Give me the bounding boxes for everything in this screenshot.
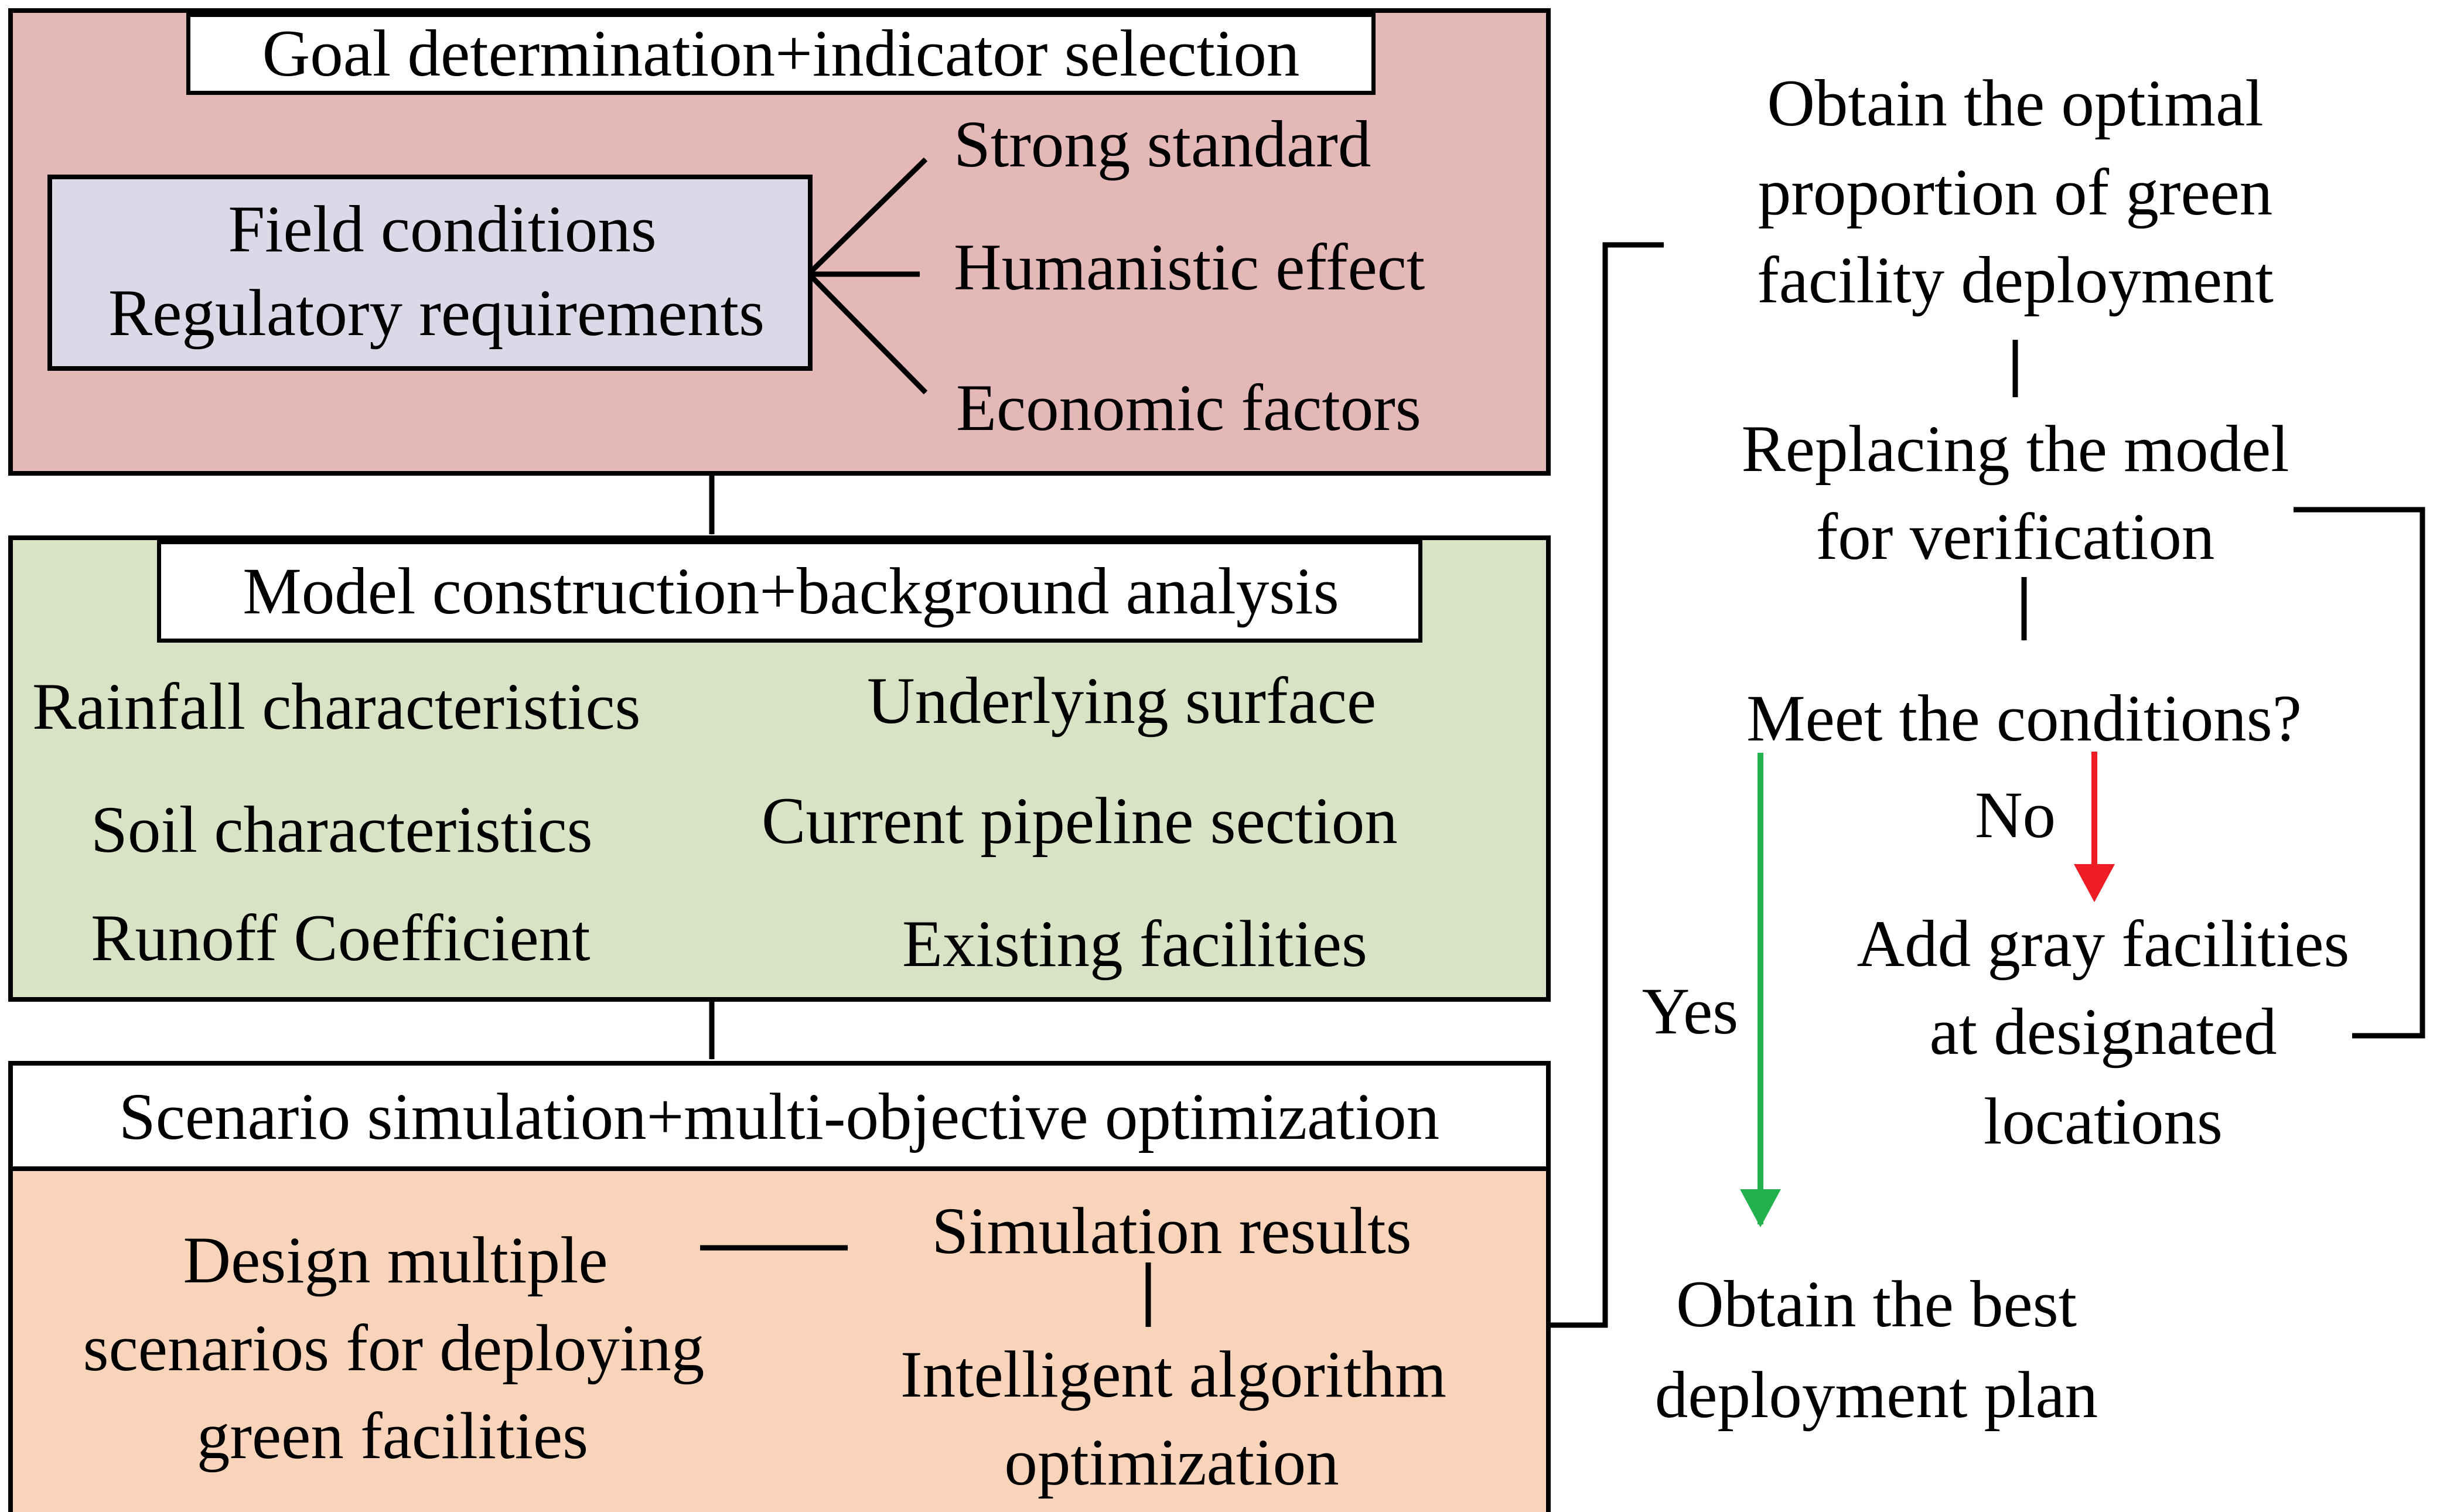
scenario-title: Scenario simulation+multi-objective opti… (118, 1080, 1440, 1153)
goal-title-box (186, 13, 1376, 95)
gray-line-3: locations (1984, 1085, 2223, 1158)
meet-conditions-question: Meet the conditions? (1746, 682, 2302, 755)
loop-back-to-replace (2293, 507, 2425, 1039)
conditions-box (47, 175, 813, 371)
best-line-2: deployment plan (1654, 1359, 2098, 1432)
underlying-surface: Underlying surface (867, 664, 1377, 738)
arrow-yes-head (1740, 1189, 1781, 1227)
replace-line-2: for verification (1816, 500, 2215, 574)
optimal-line-2: proportion of green (1758, 156, 2273, 229)
best-line-1: Obtain the best (1675, 1268, 2077, 1341)
current-pipeline-section: Current pipeline section (762, 784, 1398, 858)
scenario-panel (8, 1166, 1551, 1512)
gray-line-2: at designated (1929, 995, 2277, 1069)
optimal-line-3: facility deployment (1757, 244, 2274, 317)
algorithm-line-2: optimization (1004, 1426, 1339, 1499)
model-title-box (157, 540, 1422, 643)
field-conditions: Field conditions (228, 193, 657, 266)
no-label: No (1974, 779, 2056, 852)
optimal-line-1: Obtain the optimal (1767, 67, 2264, 140)
rainfall-characteristics: Rainfall characteristics (32, 670, 641, 743)
scenario-title-panel (8, 1061, 1551, 1171)
humanistic-effect: Humanistic effect (954, 231, 1425, 304)
strong-standard: Strong standard (954, 108, 1371, 181)
simulation-results: Simulation results (931, 1194, 1412, 1268)
design-line-2: scenarios for deploying (83, 1312, 705, 1385)
arrow-no-head (2074, 864, 2115, 902)
algorithm-line-1: Intelligent algorithm (900, 1338, 1447, 1411)
connector-to-optimal (1548, 242, 1664, 1328)
economic-factors: Economic factors (956, 371, 1421, 445)
arrow-to-economic-factors (808, 273, 928, 395)
gray-line-1: Add gray facilities (1857, 907, 2350, 981)
runoff-coefficient: Runoff Coefficient (91, 902, 591, 975)
goal-title: Goal determination+indicator selection (262, 17, 1300, 90)
model-title: Model construction+background analysis (243, 555, 1339, 628)
arrow-to-strong-standard (808, 157, 928, 275)
regulatory-requirements: Regulatory requirements (108, 277, 765, 350)
existing-facilities: Existing facilities (902, 907, 1367, 981)
design-line-1: Design multiple (183, 1224, 608, 1297)
yes-label: Yes (1642, 975, 1739, 1048)
replace-line-1: Replacing the model (1741, 412, 2289, 486)
design-line-3: green facilities (196, 1400, 589, 1473)
soil-characteristics: Soil characteristics (91, 793, 593, 866)
